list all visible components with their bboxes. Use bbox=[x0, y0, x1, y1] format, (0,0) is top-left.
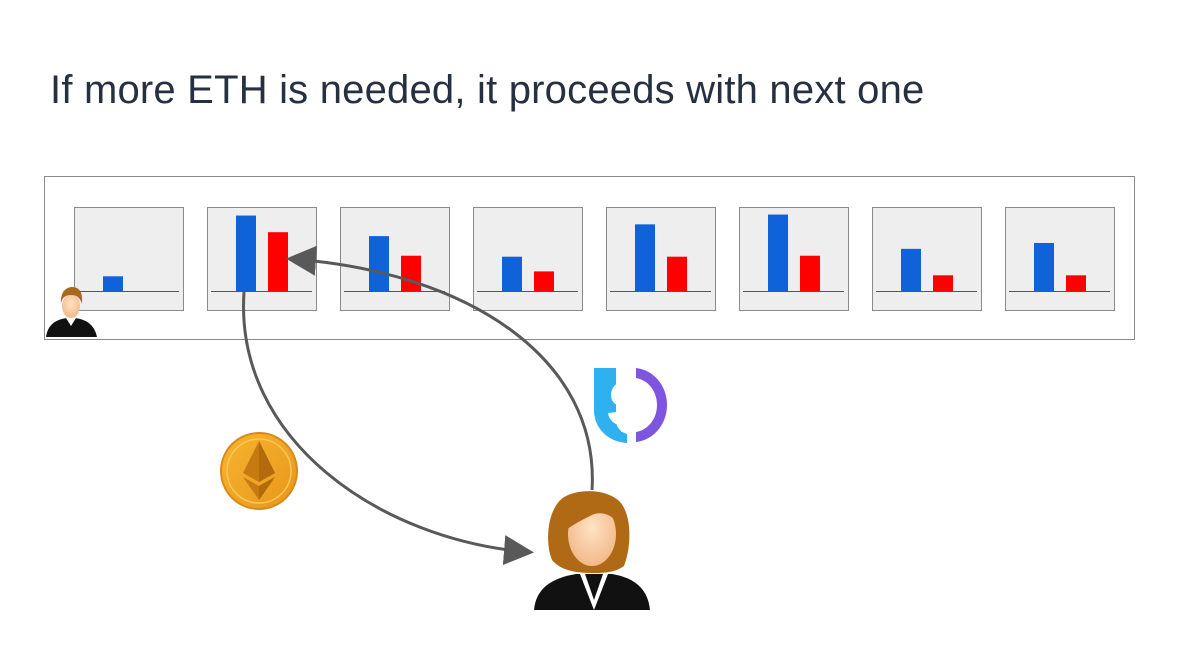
blue-bar bbox=[1034, 242, 1054, 291]
ethereum-coin-icon bbox=[220, 432, 298, 510]
female-user-icon bbox=[534, 491, 650, 610]
blue-bar bbox=[369, 236, 389, 291]
red-bar bbox=[401, 255, 421, 291]
blue-bar bbox=[901, 248, 921, 291]
blue-bar bbox=[502, 256, 522, 291]
market-panel bbox=[74, 207, 184, 311]
market-panel-frame bbox=[74, 207, 184, 311]
market-panels bbox=[74, 207, 1115, 311]
blue-bar bbox=[236, 215, 256, 291]
market-panel bbox=[473, 207, 583, 311]
male-user-icon bbox=[46, 287, 97, 337]
red-bar bbox=[1066, 275, 1086, 291]
red-bar bbox=[268, 232, 288, 291]
market-panel-frame bbox=[872, 207, 982, 311]
blue-bar bbox=[635, 224, 655, 291]
market-panel-frame bbox=[340, 207, 450, 311]
red-bar bbox=[800, 255, 820, 291]
slide-title: If more ETH is needed, it proceeds with … bbox=[50, 68, 925, 112]
market-panel bbox=[606, 207, 716, 311]
blue-bar bbox=[103, 276, 123, 291]
blue-bar bbox=[768, 214, 788, 291]
market-panel-frame bbox=[1005, 207, 1115, 311]
eth-flow-arrow bbox=[242, 291, 534, 565]
market-panel bbox=[872, 207, 982, 311]
stablecoin-flow-arrow bbox=[286, 245, 594, 491]
market-panel-frame bbox=[739, 207, 849, 311]
market-panel-frame bbox=[606, 207, 716, 311]
market-panel-frame bbox=[473, 207, 583, 311]
market-panel bbox=[739, 207, 849, 311]
red-bar bbox=[933, 275, 953, 291]
stablecoin-dollar-icon bbox=[594, 368, 667, 443]
red-bar bbox=[534, 271, 554, 291]
red-bar bbox=[667, 256, 687, 291]
market-panel bbox=[1005, 207, 1115, 311]
market-panel bbox=[340, 207, 450, 311]
